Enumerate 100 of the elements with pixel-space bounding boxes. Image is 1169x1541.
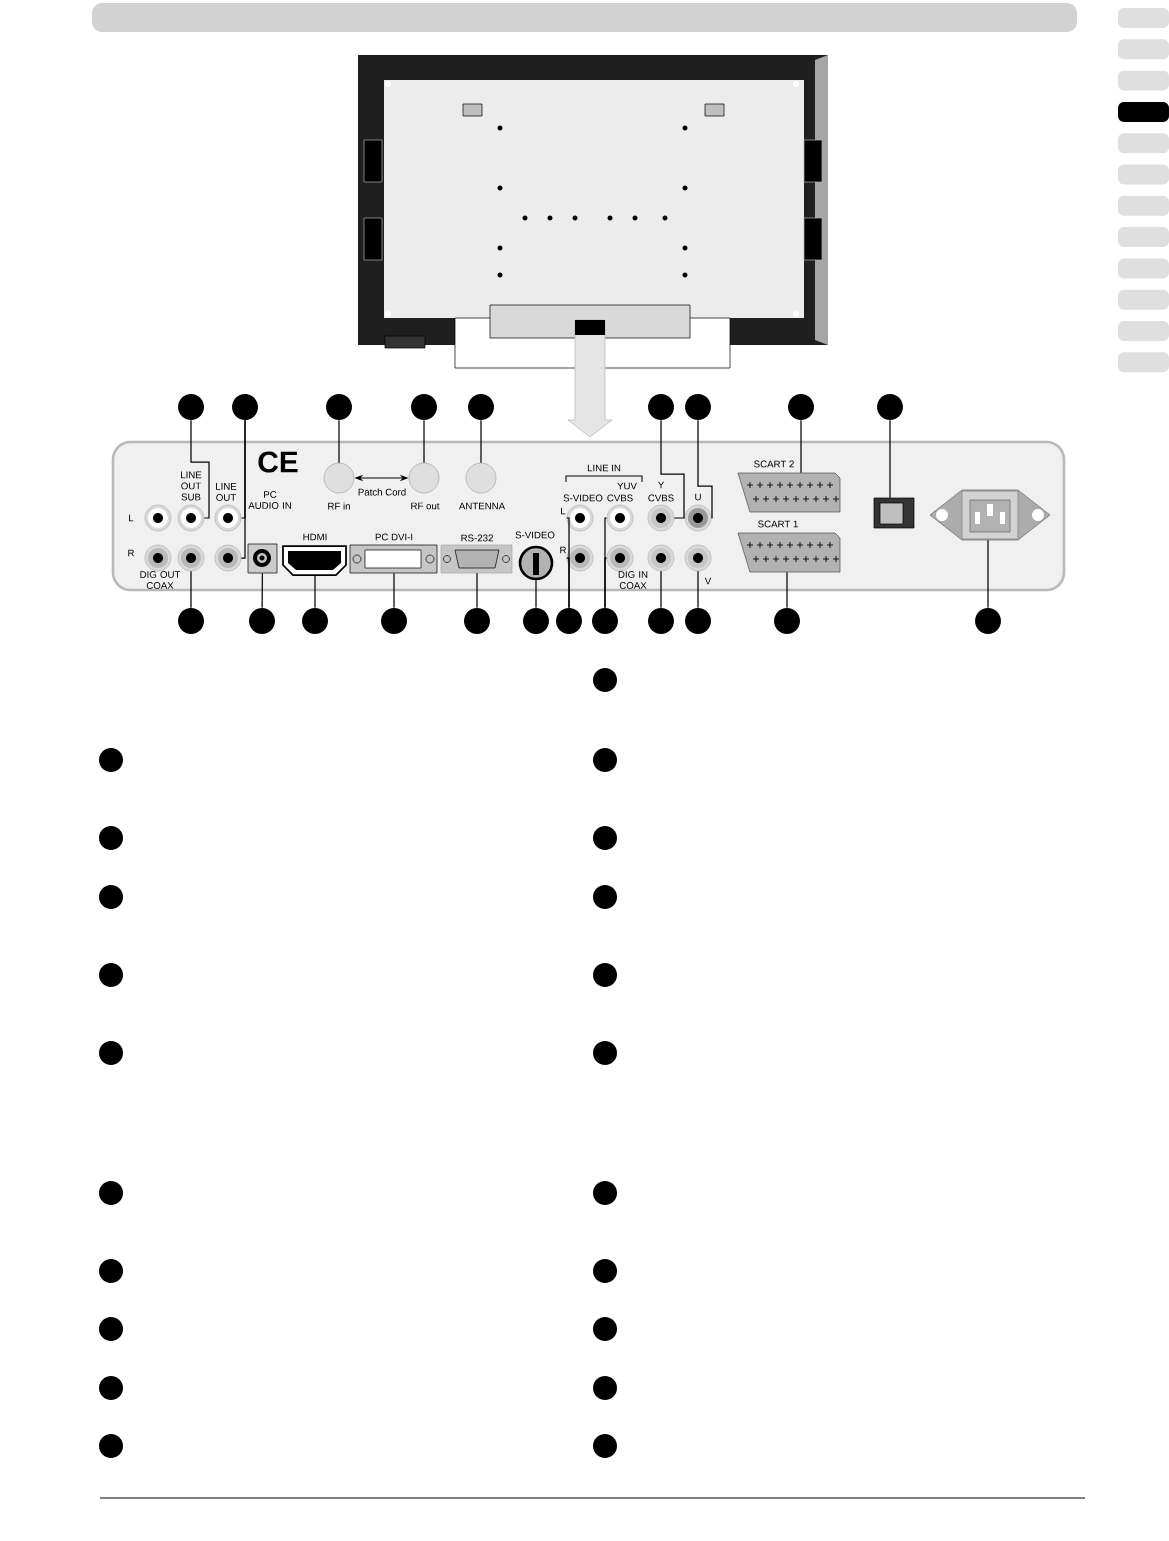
rca-jack bbox=[214, 504, 242, 532]
rca-jack bbox=[647, 504, 675, 532]
audio-jack bbox=[247, 543, 278, 574]
leader-line bbox=[261, 572, 263, 609]
callout-circle bbox=[468, 394, 494, 420]
rca-jack bbox=[144, 504, 172, 532]
callout-circle bbox=[975, 608, 1001, 634]
dvi-port bbox=[349, 544, 438, 574]
leader-line bbox=[240, 419, 246, 559]
callout-circle bbox=[464, 608, 490, 634]
edge-label: Patch Cord bbox=[358, 488, 406, 496]
scart-socket bbox=[737, 532, 841, 573]
bullet-circle bbox=[593, 1434, 617, 1458]
leader-line bbox=[660, 570, 662, 609]
bullet-circle bbox=[593, 963, 617, 987]
callout-circle bbox=[302, 608, 328, 634]
bullet-circle bbox=[99, 1181, 123, 1205]
bullet-circle bbox=[593, 1259, 617, 1283]
callout-circle bbox=[411, 394, 437, 420]
rca-jack bbox=[566, 544, 594, 572]
callout-circle bbox=[648, 394, 674, 420]
bullet-circle bbox=[593, 1376, 617, 1400]
rca-jack bbox=[606, 504, 634, 532]
connector-label: DIG OUT COAX bbox=[140, 571, 181, 589]
callout-circle bbox=[685, 608, 711, 634]
callout-circle bbox=[381, 608, 407, 634]
power-socket bbox=[929, 489, 1051, 541]
rca-jack bbox=[606, 544, 634, 572]
bullet-circle bbox=[593, 748, 617, 772]
connector-label: SCART 1 bbox=[758, 520, 798, 528]
bullet-circle bbox=[99, 1317, 123, 1341]
leader-line bbox=[604, 557, 608, 609]
connector-label: RF out bbox=[411, 502, 440, 510]
bullet-circle bbox=[593, 1317, 617, 1341]
connector-label: PC AUDIO IN bbox=[248, 491, 291, 509]
bullet-circle bbox=[593, 885, 617, 909]
callout-circle bbox=[788, 394, 814, 420]
bullet-circle bbox=[99, 1376, 123, 1400]
bullet-circle bbox=[99, 963, 123, 987]
callout-circle bbox=[556, 608, 582, 634]
connector-label: L bbox=[129, 514, 134, 522]
connector-label: S-VIDEO bbox=[515, 531, 555, 539]
callout-circle bbox=[523, 608, 549, 634]
rca-jack bbox=[177, 544, 205, 572]
bullet-circle bbox=[99, 826, 123, 850]
leader-line bbox=[480, 419, 482, 464]
leader-line bbox=[660, 419, 685, 519]
connector-label: DIG IN COAX bbox=[618, 571, 648, 589]
callout-circle bbox=[648, 608, 674, 634]
connector-label: L bbox=[561, 507, 566, 515]
coax-socket bbox=[323, 462, 355, 494]
connector-label: Y bbox=[658, 481, 664, 489]
leader-line bbox=[697, 419, 713, 519]
callout-circle bbox=[877, 394, 903, 420]
bullet-circle bbox=[99, 748, 123, 772]
leader-line bbox=[393, 572, 395, 609]
connector-label: HDMI bbox=[303, 533, 327, 541]
callout-circle bbox=[685, 394, 711, 420]
connector-label: S-VIDEO bbox=[563, 494, 603, 502]
rca-jack bbox=[684, 504, 712, 532]
connector-label: RF in bbox=[328, 502, 350, 510]
leader-line bbox=[190, 419, 210, 519]
leader-line bbox=[889, 419, 891, 499]
connector-label: RS-232 bbox=[461, 534, 493, 542]
leader-line bbox=[987, 539, 989, 609]
connector-label: ANTENNA bbox=[458, 502, 506, 510]
connector-label: R bbox=[128, 549, 135, 557]
bullet-circle bbox=[99, 1041, 123, 1065]
bullet-circle bbox=[593, 668, 617, 692]
bullet-circle bbox=[593, 826, 617, 850]
bullet-circle bbox=[593, 1181, 617, 1205]
callout-circle bbox=[232, 394, 258, 420]
leader-line bbox=[423, 419, 425, 464]
connector-label: SCART 2 bbox=[754, 460, 794, 468]
callout-circle bbox=[178, 608, 204, 634]
leader-line bbox=[800, 419, 802, 474]
rca-jack bbox=[647, 544, 675, 572]
scart-socket bbox=[737, 472, 841, 513]
rca-jack bbox=[177, 504, 205, 532]
connector-label: LINE OUT bbox=[216, 483, 237, 501]
leader-line bbox=[697, 570, 699, 609]
rca-jack bbox=[214, 544, 242, 572]
bullet-circle bbox=[99, 1259, 123, 1283]
leader-line bbox=[338, 419, 340, 464]
leader-line bbox=[535, 579, 537, 609]
leader-line bbox=[566, 557, 570, 609]
callout-circle bbox=[249, 608, 275, 634]
connector-label: R bbox=[560, 546, 567, 554]
connector-label: CVBS bbox=[648, 494, 674, 502]
connector-label: CVBS bbox=[607, 494, 633, 502]
power-switch bbox=[873, 497, 915, 529]
callout-circle bbox=[178, 394, 204, 420]
ce-mark: CE bbox=[258, 451, 298, 473]
rca-jack bbox=[566, 504, 594, 532]
leader-line bbox=[314, 574, 316, 609]
connector-label: LINE OUT SUB bbox=[181, 471, 202, 501]
bullet-circle bbox=[99, 885, 123, 909]
callout-circle bbox=[592, 608, 618, 634]
callout-circle bbox=[326, 394, 352, 420]
rca-jack bbox=[144, 544, 172, 572]
